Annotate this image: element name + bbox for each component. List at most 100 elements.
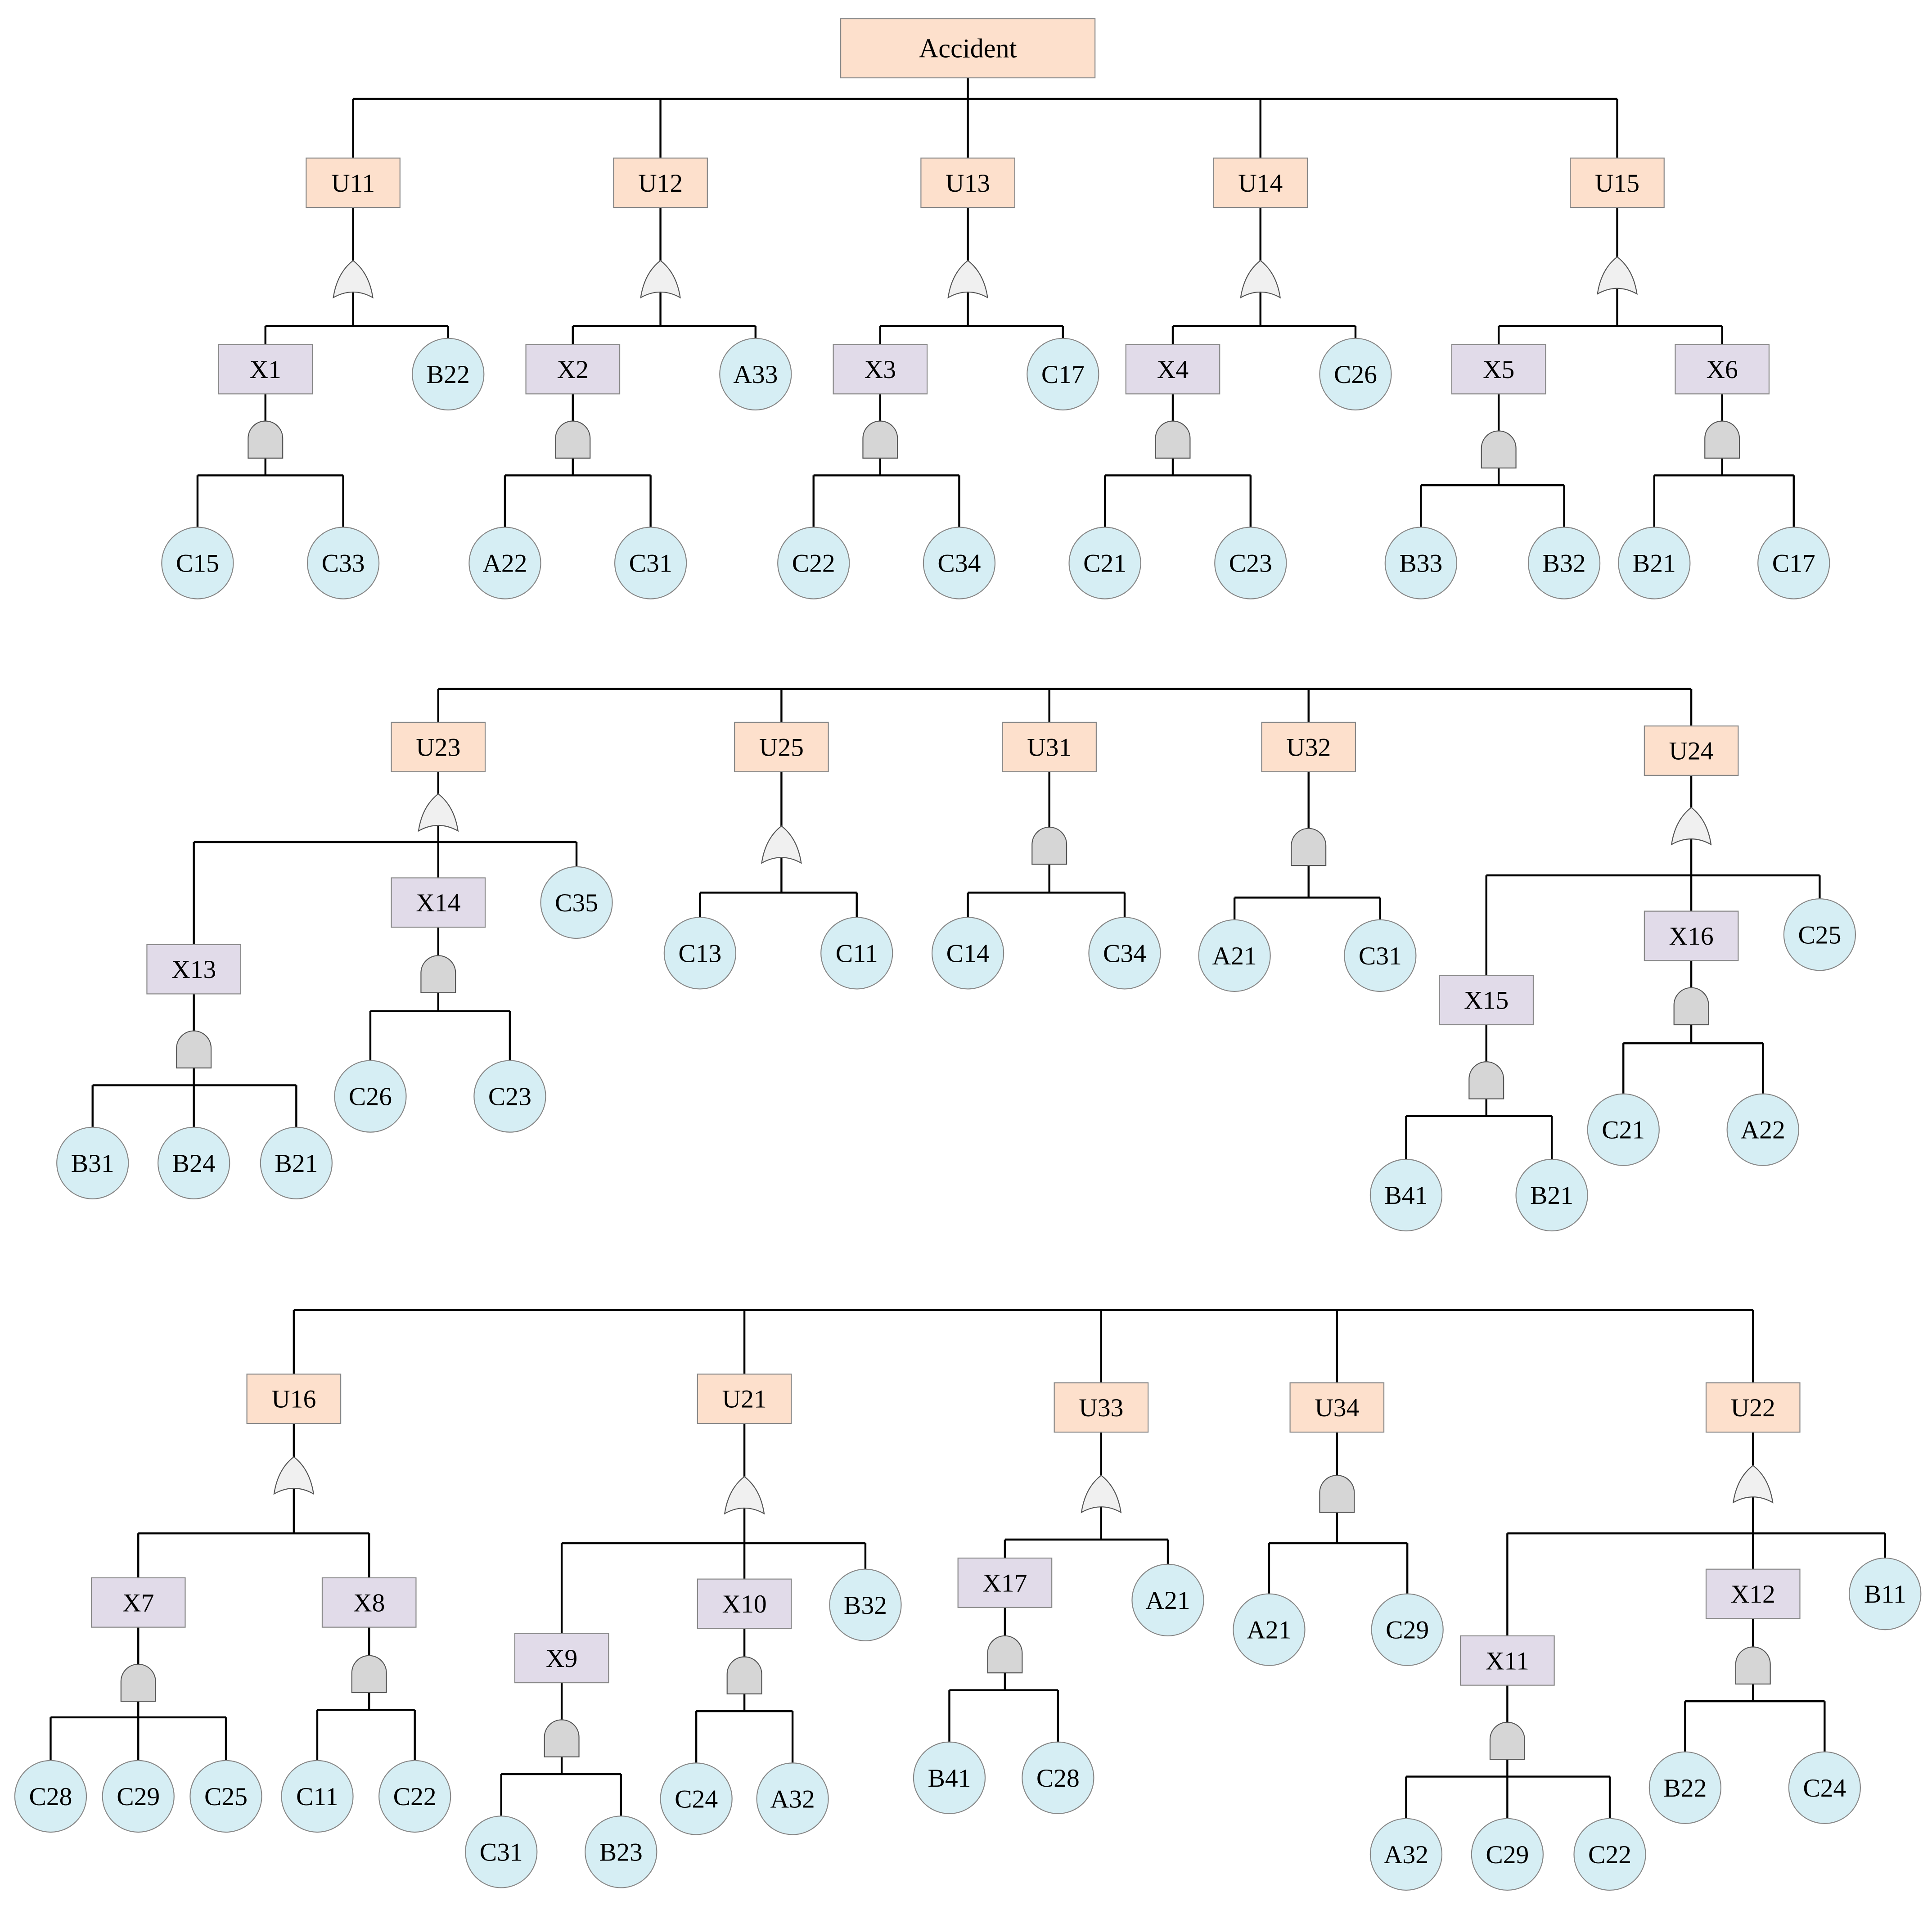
basic-c34	[923, 527, 996, 599]
event-u11	[306, 158, 401, 208]
intermediate-x10-label: X10	[722, 1590, 767, 1618]
basic-c15	[161, 527, 234, 599]
event-u24-label: U24	[1669, 737, 1713, 766]
intermediate-x11-label: X11	[1486, 1647, 1529, 1675]
basic-c11-label: C11	[296, 1783, 338, 1811]
basic-a32-2	[1369, 1818, 1443, 1891]
basic-c11	[820, 917, 893, 990]
basic-c24	[660, 1762, 733, 1835]
event-u16	[246, 1374, 342, 1424]
basic-c26	[334, 1060, 407, 1133]
event-u16-label: U16	[271, 1385, 316, 1414]
or-gate-5	[1597, 256, 1638, 295]
and-gate-x17	[987, 1635, 1023, 1674]
event-u21-label: U21	[722, 1385, 767, 1414]
intermediate-x8-label: X8	[353, 1589, 385, 1617]
event-u31-label: U31	[1027, 733, 1072, 761]
logic-gates	[120, 256, 1774, 1760]
basic-c26-label: C26	[1334, 360, 1377, 389]
event-u22-label: U22	[1731, 1394, 1775, 1422]
basic-b41	[913, 1741, 986, 1814]
intermediate-x4	[1125, 344, 1220, 395]
basic-c23-label: C23	[1229, 550, 1272, 578]
basic-c33	[306, 527, 380, 599]
basic-c28-2	[1022, 1741, 1094, 1814]
or-gate-u23	[418, 793, 459, 832]
event-u12-label: U12	[638, 169, 683, 198]
basic-b24-label: B24	[172, 1149, 216, 1178]
basic-a22-label: A22	[1741, 1116, 1785, 1144]
basic-c24-label: C24	[675, 1785, 718, 1814]
and-gate-x11	[1489, 1721, 1525, 1760]
basic-b31	[56, 1126, 129, 1199]
basic-b32	[829, 1568, 902, 1641]
event-u33-label: U33	[1079, 1394, 1123, 1422]
basic-c35-label: C35	[555, 889, 598, 917]
and-gate-x9	[544, 1719, 580, 1757]
or-gate-u22	[1732, 1464, 1774, 1504]
basic-b33	[1384, 527, 1457, 599]
and-gate-x1	[248, 420, 284, 459]
event-u23-label: U23	[416, 733, 460, 761]
intermediate-x6-label: X6	[1706, 356, 1738, 384]
intermediate-x5-label: X5	[1483, 356, 1514, 384]
basic-c31	[614, 527, 687, 599]
basic-b32-label: B32	[844, 1591, 887, 1620]
or-gate-2	[640, 260, 681, 299]
basic-c33-label: C33	[322, 550, 365, 578]
intermediate-x5	[1451, 344, 1546, 395]
basic-c14	[931, 917, 1004, 990]
basic-b32	[1527, 527, 1601, 599]
intermediate-x16	[1644, 910, 1739, 961]
event-u11-label: U11	[331, 169, 375, 198]
basic-c34-label: C34	[1103, 939, 1146, 968]
basic-b41	[1369, 1158, 1443, 1232]
basic-c25	[1783, 898, 1856, 971]
basic-c25-label: C25	[204, 1783, 248, 1811]
basic-c34	[1088, 917, 1161, 990]
event-u31	[1002, 721, 1097, 772]
event-u14	[1213, 158, 1308, 208]
basic-c17	[1027, 338, 1099, 411]
intermediate-x10	[697, 1578, 792, 1629]
basic-c24-2-label: C24	[1803, 1774, 1846, 1802]
event-u24	[1644, 725, 1739, 776]
top-event-accident	[840, 18, 1096, 79]
and-gate-u32	[1291, 828, 1327, 866]
basic-c15-label: C15	[176, 550, 219, 578]
event-u13	[920, 158, 1015, 208]
basic-b21-label: B21	[275, 1149, 318, 1178]
basic-c29-label: C29	[117, 1783, 160, 1811]
basic-c31-label: C31	[629, 550, 672, 578]
or-gate-u33	[1081, 1474, 1122, 1514]
intermediate-x11	[1460, 1635, 1555, 1686]
intermediate-x14	[391, 877, 486, 928]
or-gate-u21	[724, 1476, 765, 1515]
intermediate-x17-label: X17	[982, 1569, 1027, 1597]
intermediate-x7	[90, 1577, 186, 1628]
intermediate-x8	[321, 1577, 417, 1628]
basic-c17-label: C17	[1041, 360, 1085, 389]
and-gate-u31	[1031, 826, 1067, 865]
basic-c23	[473, 1060, 546, 1133]
basic-c29-3-label: C29	[1486, 1841, 1529, 1869]
basic-c28	[14, 1760, 87, 1833]
and-gate-x12	[1735, 1646, 1771, 1685]
event-u15-label: U15	[1595, 169, 1639, 198]
basic-b31-label: B31	[71, 1149, 114, 1178]
basic-c22-label: C22	[393, 1783, 437, 1811]
basic-b21	[260, 1126, 333, 1199]
intermediate-x3-label: X3	[865, 356, 896, 384]
basic-c29-3	[1471, 1818, 1544, 1891]
basic-c34-label: C34	[937, 550, 981, 578]
basic-c23-label: C23	[488, 1083, 531, 1111]
basic-b21-2	[1515, 1158, 1588, 1232]
basic-b11-label: B11	[1864, 1580, 1906, 1608]
intermediate-x15-label: X15	[1464, 987, 1509, 1015]
and-gate-x10	[726, 1656, 762, 1694]
intermediate-x13-label: X13	[171, 955, 216, 984]
and-gate-x15	[1468, 1061, 1504, 1099]
basic-b11	[1849, 1557, 1922, 1631]
intermediate-x6	[1675, 344, 1770, 395]
